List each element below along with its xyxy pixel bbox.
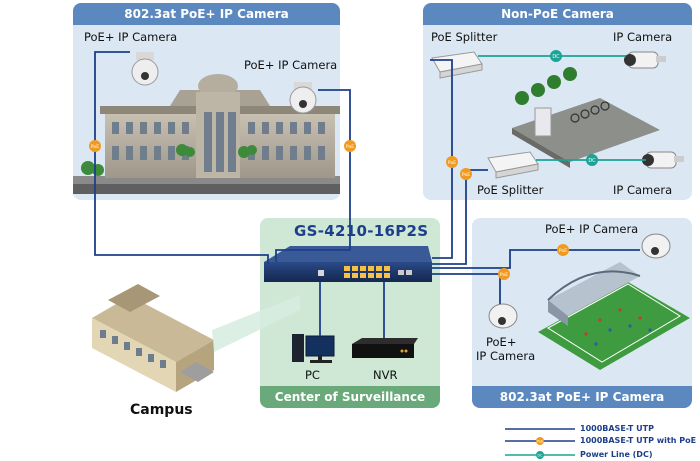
government-building-image: [73, 74, 340, 194]
dome-camera-2-icon: [488, 303, 518, 329]
stadium-image: [538, 262, 690, 370]
dome-camera-1-icon: [641, 233, 671, 259]
ptz-camera-1-icon: [131, 52, 159, 86]
dc-badges: DC DC: [550, 50, 598, 166]
legend-label-poe: 1000BASE-T UTP with PoE: [580, 436, 697, 445]
label-pc: PC: [305, 368, 320, 382]
bullet-camera-2-icon: [642, 151, 684, 169]
dc-badge-2: DC: [586, 154, 598, 166]
legend-dc-badge-label: DC: [537, 454, 543, 458]
link-switch-dome-camera-1: [432, 249, 640, 269]
legend-poe-badge-label: PoE: [537, 440, 543, 444]
label-tr-splitter-1: PoE Splitter: [431, 30, 498, 44]
label-tl-camera-1: PoE+ IP Camera: [84, 30, 178, 44]
dc-badge-1: DC: [550, 50, 562, 62]
label-br-camera-2-line2: IP Camera: [476, 349, 536, 363]
label-campus: Campus: [130, 402, 193, 418]
poe-badge-2-label: PoE: [346, 144, 354, 150]
link-switch-ptz-camera-1: [94, 51, 269, 264]
legend-label-dc: Power Line (DC): [580, 450, 653, 459]
link-switch-splitter-2: [432, 169, 488, 265]
link-switch-ptz-camera-2: [275, 89, 351, 262]
ptz-camera-2-icon: [289, 82, 317, 114]
bike-station-image: [512, 67, 660, 168]
dc-badge-2-label: DC: [588, 158, 596, 164]
label-tr-camera-1: IP Camera: [613, 30, 673, 44]
campus-link-beam: [212, 295, 300, 352]
poe-badge-5: PoE: [557, 244, 569, 256]
legend-poe-badge: [536, 437, 544, 445]
legend-label-utp: 1000BASE-T UTP: [580, 424, 654, 433]
label-tl-camera-2: PoE+ IP Camera: [244, 58, 338, 72]
label-tr-splitter-2: PoE Splitter: [477, 183, 544, 197]
panel-title-center: Center of Surveillance: [260, 386, 440, 408]
switch-gs-4210-16p2s-icon: [264, 246, 432, 282]
poe-badge-1: PoE: [89, 140, 101, 152]
pc-icon: [292, 334, 335, 363]
switch-model-title: GS-4210-16P2S: [294, 222, 429, 240]
link-switch-dome-camera-2: [432, 273, 501, 304]
label-br-camera-1: PoE+ IP Camera: [545, 222, 639, 236]
bullet-camera-1-icon: [624, 51, 666, 69]
legend: PoE DC: [505, 428, 575, 459]
poe-splitter-2-icon: [487, 151, 539, 179]
dc-badge-1-label: DC: [552, 54, 560, 60]
label-br-camera-2-line1: PoE+: [486, 335, 517, 349]
poe-badge-6: PoE: [498, 268, 510, 280]
label-nvr: NVR: [373, 368, 398, 382]
panel-title-bottom-right: 802.3at PoE+ IP Camera: [472, 386, 692, 408]
poe-badges: PoE PoE PoE PoE PoE PoE: [89, 140, 569, 280]
label-tr-camera-2: IP Camera: [613, 183, 673, 197]
poe-badge-5-label: PoE: [559, 248, 567, 254]
nvr-icon: [352, 338, 418, 358]
poe-badge-6-label: PoE: [500, 272, 508, 278]
poe-badge-3: PoE: [446, 156, 458, 168]
panel-title-top-right: Non-PoE Camera: [423, 3, 692, 25]
poe-badge-1-label: PoE: [91, 144, 99, 150]
poe-splitter-1-icon: [431, 51, 483, 79]
campus-building-image: [92, 284, 214, 392]
panel-non-poe-camera: Non-PoE Camera: [423, 3, 692, 200]
legend-dc-badge: [536, 451, 544, 459]
panel-title-top-left: 802.3at PoE+ IP Camera: [73, 3, 340, 25]
poe-badge-4-label: PoE: [462, 172, 470, 178]
poe-badge-4: PoE: [460, 168, 472, 180]
poe-badge-2: PoE: [344, 140, 356, 152]
poe-badge-3-label: PoE: [448, 160, 456, 166]
